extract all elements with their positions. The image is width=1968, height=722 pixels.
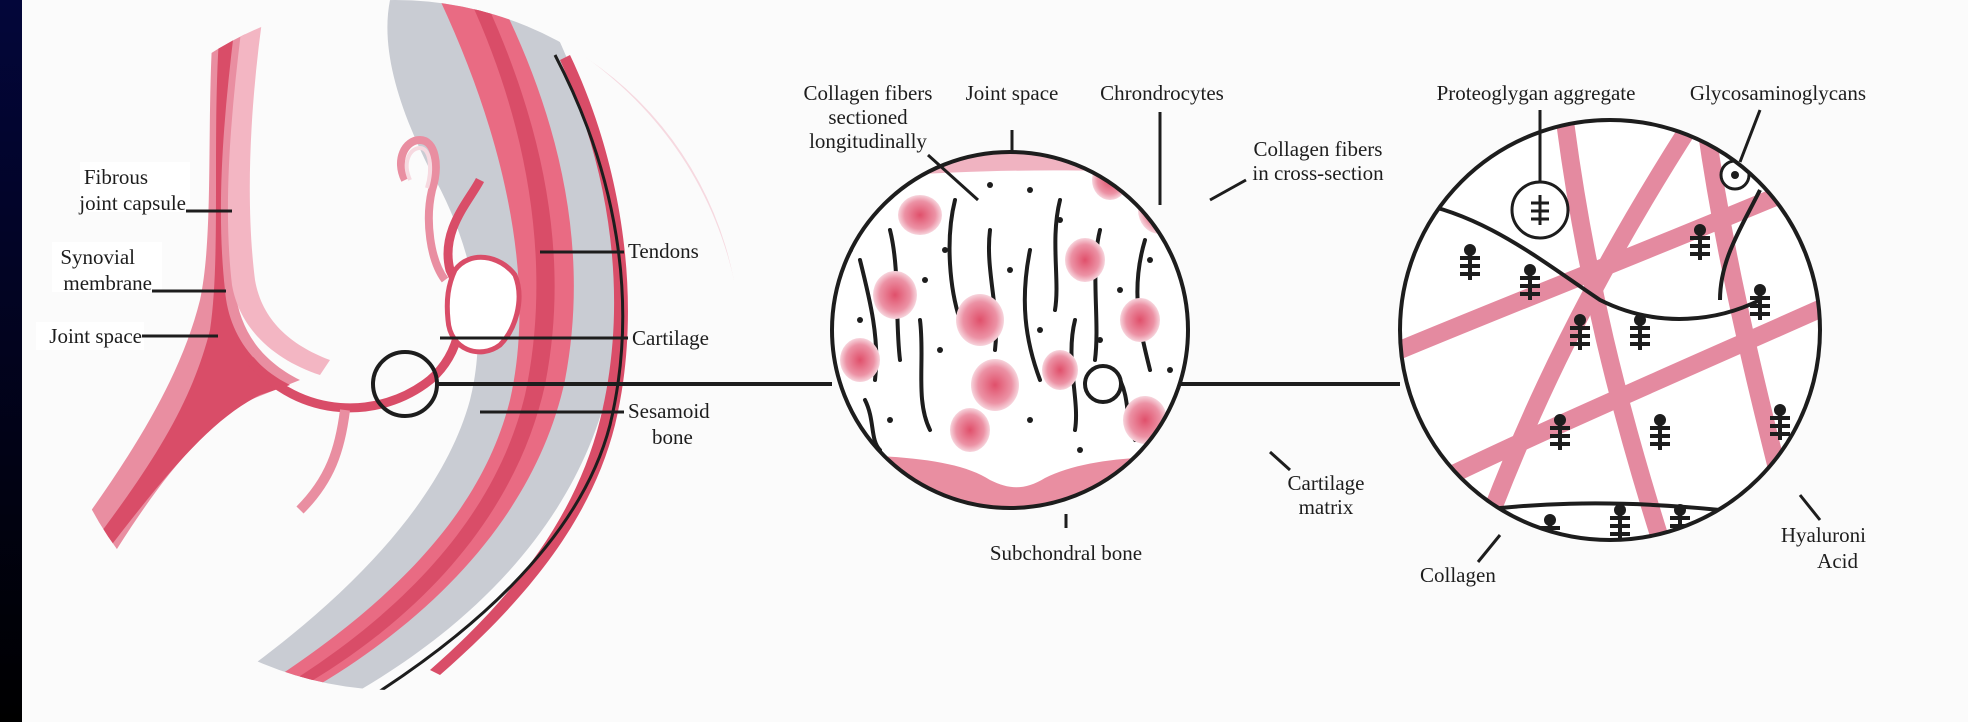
label-joint-space-mid: Joint space <box>966 81 1059 105</box>
label-cartilage-matrix-2: matrix <box>1299 495 1354 519</box>
label-sesamoid-2: bone <box>652 425 693 449</box>
label-collagen-cross-2: in cross-section <box>1252 161 1384 185</box>
label-proteoglycan: Proteoglygan aggregate <box>1437 81 1636 105</box>
label-synovial-1: Synovial <box>60 245 135 269</box>
label-fibrous-1: Fibrous <box>84 165 148 189</box>
label-fibrous-2: joint capsule <box>78 191 186 215</box>
label-collagen-cross-1: Collagen fibers <box>1254 137 1383 161</box>
label-hyaluronic-1: Hyaluroni <box>1781 523 1866 547</box>
label-subchondral-bone: Subchondral bone <box>990 541 1142 565</box>
label-collagen-long-2: sectioned <box>828 105 908 129</box>
label-chondrocytes: Chrondrocytes <box>1100 81 1224 105</box>
label-cartilage: Cartilage <box>632 326 709 350</box>
label-collagen: Collagen <box>1420 563 1496 587</box>
label-cartilage-matrix-1: Cartilage <box>1288 471 1365 495</box>
label-hyaluronic-2: Acid <box>1817 549 1858 573</box>
joint-illustration <box>0 0 800 722</box>
matrix-circle <box>1390 80 1840 600</box>
label-sesamoid-1: Sesamoid <box>628 399 710 423</box>
label-collagen-long-1: Collagen fibers <box>804 81 933 105</box>
label-synovial-2: membrane <box>63 271 152 295</box>
label-gag: Glycosaminoglycans <box>1690 81 1866 105</box>
magnifier-circle-2 <box>1085 366 1121 402</box>
label-tendons: Tendons <box>628 239 699 263</box>
label-joint-space: Joint space <box>49 324 142 348</box>
cartilage-circle <box>830 150 1190 510</box>
label-collagen-long-3: longitudinally <box>809 129 927 153</box>
